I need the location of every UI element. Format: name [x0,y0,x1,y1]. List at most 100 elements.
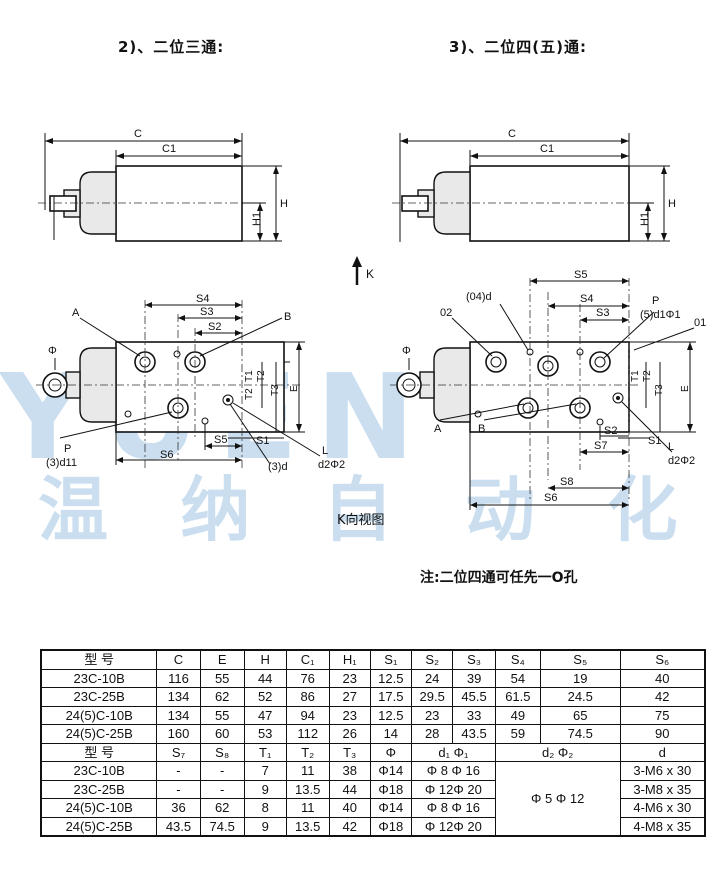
table2-cell: 4-M8 x 35 [619,816,706,837]
right-k-s1: S1 [648,435,661,447]
left-k-s6: S6 [160,449,173,461]
watermark-company-name: 温 纳 自 动 化 [38,469,702,551]
right-k-s4: S4 [580,293,593,305]
right-k-t3: T3 [654,384,665,396]
table2-cell: 9 [243,816,287,837]
table2-cell: - [199,761,245,781]
table1-cell: 134 [156,705,201,725]
table1-cell: 90 [619,724,706,744]
left-k-view: Φ S4 S3 S2 E [36,293,345,473]
right-k-s8: S8 [560,476,573,488]
right-k-d04: (04)d [466,291,492,303]
table2-cell: Φ 8 Φ 16 [410,798,496,818]
table2-cell: 74.5 [199,816,245,837]
right-k-s2: S2 [604,425,617,437]
table1-header-cell: S₅ [539,649,621,670]
left-k-s1: S1 [256,435,269,447]
table1-cell: 52 [243,687,287,707]
table1-cell: 112 [285,724,330,744]
title-two-position-three-way: 2)、二位三通: [118,38,225,56]
table1-cell: 94 [285,705,330,725]
table1-header-cell: S₃ [452,649,496,670]
table1-cell: 75 [619,705,706,725]
k-arrow-label: K [366,267,374,281]
table1-cell: 14 [369,724,412,744]
table2-cell: - [199,779,245,799]
table2-cell: 44 [328,779,371,799]
table1-cell: 24(5)C-10B [40,705,158,725]
table1-cell: 12.5 [369,668,412,688]
right-k-e: E [680,385,691,392]
table1-cell: 54 [494,668,541,688]
right-k-t2: T2 [642,370,653,382]
table2-header-cell: S₇ [156,742,201,762]
left-k-port-p: P [64,443,71,455]
table2-cell: 23C-10B [40,761,158,781]
right-k-d1phi1: (5)d1Φ1 [640,309,681,321]
left-k-s5: S5 [214,434,227,446]
right-k-port-b: B [478,423,485,435]
left-k-l: L [322,445,328,457]
right-k-s3: S3 [596,307,609,319]
table1-cell: 28 [410,724,454,744]
table1-cell: 59 [494,724,541,744]
table2-cell: 13.5 [285,779,330,799]
right-k-t1: T1 [630,370,641,382]
table2-cell: - [156,761,201,781]
table1-cell: 24 [410,668,454,688]
left-k-port-b: B [284,311,291,323]
table1-cell: 17.5 [369,687,412,707]
table1-cell: 23C-25B [40,687,158,707]
table1-cell: 65 [539,705,621,725]
table2-cell: Φ 12Φ 20 [410,816,496,837]
table2-cell: Φ 8 Φ 16 [410,761,496,781]
table1-cell: 33 [452,705,496,725]
table2-d2phi2-cell: Φ 5 Φ 12 [494,761,621,837]
table1-cell: 134 [156,687,201,707]
table2-cell: 36 [156,798,201,818]
table2-cell: 43.5 [156,816,201,837]
right-top-view: C C1 H H1 [392,128,676,242]
right-k-s6: S6 [544,492,557,504]
table2-cell: 42 [328,816,371,837]
table2-header-cell: Φ [369,742,412,762]
left-k-phi: Φ [48,345,57,357]
table2-header-cell: d₁ Φ₁ [410,742,496,762]
left-k-s3: S3 [200,306,213,318]
right-k-o2: 02 [440,307,452,319]
table1-cell: 19 [539,668,621,688]
right-k-o1: 01 [694,317,706,329]
table1-cell: 42 [619,687,706,707]
table1-cell: 44 [243,668,287,688]
table1-header-cell: S₁ [369,649,412,670]
table2-cell: 3-M6 x 30 [619,761,706,781]
table1-header-cell: H₁ [328,649,371,670]
table1-cell: 45.5 [452,687,496,707]
left-k-t3: T3 [270,384,281,396]
table1-cell: 116 [156,668,201,688]
right-k-l: L [668,441,674,453]
table1-cell: 40 [619,668,706,688]
left-k-t2: T2 [256,370,267,382]
table2-cell: 11 [285,798,330,818]
left-k-t2b: T2 [244,388,255,400]
left-k-e: E [289,385,300,392]
table1-header-cell: C₁ [285,649,330,670]
table1-cell: 47 [243,705,287,725]
table1-cell: 39 [452,668,496,688]
table2-cell: 24(5)C-25B [40,816,158,837]
right-k-s7: S7 [594,440,607,452]
table2-cell: Φ18 [369,779,412,799]
left-k-port-a: A [72,307,80,319]
table1-cell: 12.5 [369,705,412,725]
left-k-t1: T1 [244,370,255,382]
table2-cell: 24(5)C-10B [40,798,158,818]
table1-header-cell: E [199,649,245,670]
table1-cell: 24(5)C-25B [40,724,158,744]
table1-cell: 43.5 [452,724,496,744]
